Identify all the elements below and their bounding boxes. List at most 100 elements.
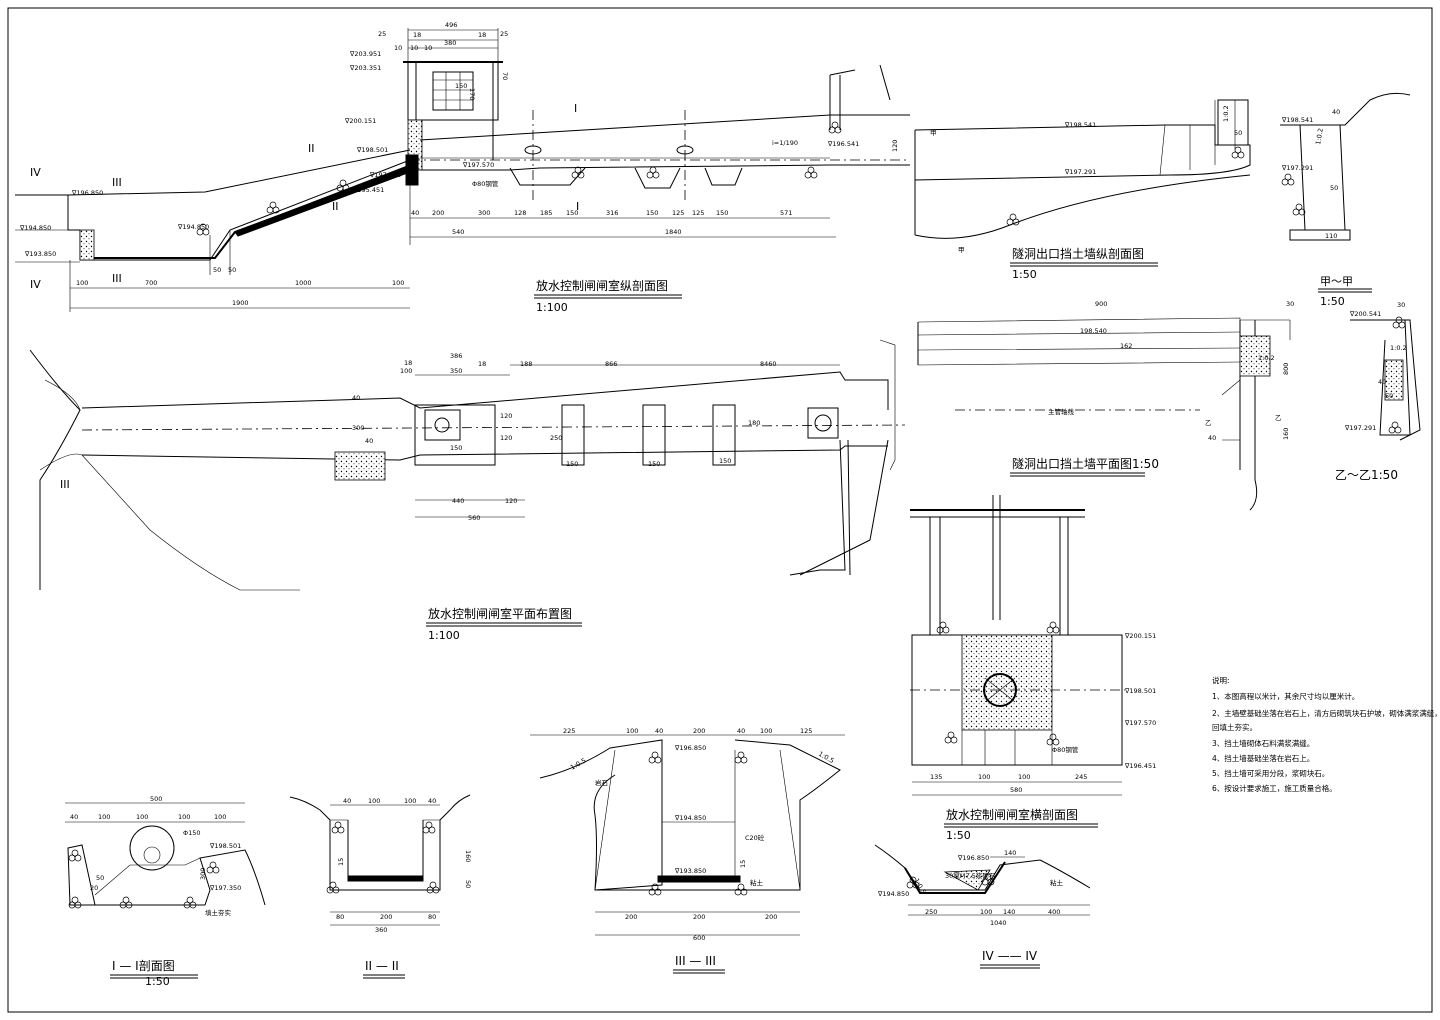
plan-dim: 8460: [760, 360, 777, 368]
house-dim: 150: [455, 82, 467, 90]
level-label: ∇197.350: [209, 884, 241, 892]
sec1-dim: 100: [136, 813, 148, 821]
plan-dim: 300: [352, 424, 364, 432]
level-label: ∇193.850: [24, 250, 56, 258]
level-label: ∇196.850: [957, 854, 989, 862]
wall-profile-scale: 1:50: [1012, 268, 1037, 281]
fill-label: 填土夯实: [205, 908, 232, 917]
wall-level: 198.540: [1080, 327, 1107, 335]
profile-dim: 700: [145, 279, 157, 287]
cross-dim: 100: [1018, 773, 1030, 781]
section-3-title: III — III: [675, 954, 716, 968]
plan-dim: 560: [468, 514, 480, 522]
section-2-labels: 40 100 100 40 15 160 50 80 200 80 360 II…: [336, 797, 472, 979]
level-label: ∇198.501: [1124, 687, 1156, 695]
sec3-dim: 125: [800, 727, 812, 735]
profile-dim: 200: [432, 209, 444, 217]
section-mark: IV: [30, 166, 41, 179]
house-dim: 70: [501, 72, 509, 80]
wall-dim: 800: [1282, 363, 1290, 375]
sec4-dim: 140: [1003, 908, 1015, 916]
plan-dim: 18: [404, 359, 412, 367]
cross-dim: 135: [930, 773, 942, 781]
jia-dim: 40: [1332, 108, 1340, 116]
sec4-dim: 250: [925, 908, 937, 916]
profile-dim: 185: [540, 209, 552, 217]
wall-plan-drawing: [917, 317, 1291, 511]
jia-dim: 1:0.2: [1314, 128, 1325, 146]
level-label: ∇200.151: [1124, 632, 1156, 640]
section-mark: III: [112, 176, 122, 189]
section-mark: III: [112, 272, 122, 285]
level-label: ∇198.541: [1281, 116, 1313, 124]
material-label: 30厚M7.5浆砌石: [945, 871, 996, 880]
plan-dim: 350: [450, 367, 462, 375]
profile-dim: 50: [213, 266, 221, 274]
level-label: ∇194.850: [674, 814, 706, 822]
cross-scale: 1:50: [946, 829, 971, 842]
sec3-dim: 200: [693, 727, 705, 735]
yi-dim: 40: [1378, 378, 1386, 386]
level-label: ∇197.291: [1064, 168, 1096, 176]
plan-dim: 150: [719, 457, 731, 465]
sec3-dim: 40: [737, 727, 745, 735]
axis-label: 主管轴线: [1048, 407, 1075, 416]
cross-dim: 580: [1010, 786, 1022, 794]
cross-section-labels: ∇200.151 ∇198.501 ∇197.570 ∇196.451 135 …: [930, 632, 1156, 842]
level-label: ∇203.351: [349, 64, 381, 72]
pipe-dia: Φ150: [183, 829, 201, 837]
section-1-scale: 1:50: [145, 975, 170, 988]
section-4-title: IV —— IV: [982, 949, 1038, 963]
level-label: ∇194.850: [177, 223, 209, 231]
section-1-drawing: [65, 802, 266, 909]
sec3-dim: 200: [625, 913, 637, 921]
level-label: ∇196.850: [71, 189, 103, 197]
sec1-dim: 100: [178, 813, 190, 821]
sec2-dim: 100: [368, 797, 380, 805]
plan-dim: 386: [450, 352, 462, 360]
note-line: 2、主墙壁基础坐落在岩石上，清方后砌筑块石护坡，砌体满浆满缝，: [1212, 708, 1440, 718]
profile-dim: 1840: [665, 228, 682, 236]
plan-drawing: [29, 339, 906, 591]
wall-profile-title: 隧洞出口挡土墙纵剖面图: [1012, 246, 1144, 261]
section-1-labels: 500 40 100 100 100 100 50 20 300 ∇198.50…: [70, 795, 241, 988]
section-mark: II: [308, 142, 315, 155]
sec3-dim: 600: [693, 934, 705, 942]
profile-scale: 1:100: [536, 301, 568, 314]
wall-dim: 40: [1208, 434, 1216, 442]
sec4-dim: 400: [1048, 908, 1060, 916]
profile-dim: 316: [606, 209, 618, 217]
section-2-drawing: [289, 794, 471, 926]
sec1-dim: 100: [214, 813, 226, 821]
slope-label: 1:0.5: [912, 877, 927, 895]
sec2-dim: 160: [464, 850, 472, 862]
wall-dim: 162: [1120, 342, 1132, 350]
level-label: ∇197.291: [1281, 164, 1313, 172]
level-label: ∇197.570: [1124, 719, 1156, 727]
section-jia-title: 甲～甲: [1320, 275, 1353, 288]
profile-dim: 150: [716, 209, 728, 217]
sec3-dim: 225: [563, 727, 575, 735]
level-label: ∇200.541: [1349, 310, 1381, 318]
sec3-dim: 200: [765, 913, 777, 921]
notes-block: 说明: 1、本图高程以米计，其余尺寸均以厘米计。 2、主墙壁基础坐落在岩石上，清…: [1212, 675, 1440, 793]
sec2-dim: 100: [404, 797, 416, 805]
level-label: ∇203.951: [349, 50, 381, 58]
sheet-border: [7, 7, 1433, 1013]
sec4-dim: 140: [1004, 849, 1016, 857]
section-3-drawing: [530, 734, 845, 936]
section-2-title: II — II: [365, 959, 399, 973]
plan-dim: 180: [748, 419, 760, 427]
plan-dim: 188: [520, 360, 532, 368]
wall-dim: 1:0.2: [1222, 105, 1230, 122]
section-mark: 甲: [930, 129, 937, 137]
profile-drawing: [15, 28, 910, 312]
profile-dims: 496 25 18 380 18 25 10 10 10 ∇203.951 ∇2…: [19, 21, 899, 314]
level-label: ∇196.850: [674, 744, 706, 752]
yi-dim: 1:0.2: [1390, 344, 1407, 352]
cross-title: 放水控制闸闸室横剖面图: [946, 807, 1078, 822]
level-label: ∇193.850: [674, 867, 706, 875]
section-yi-title: 乙～乙1:50: [1335, 468, 1398, 482]
profile-dim: 10: [410, 44, 418, 52]
profile-dim: 25: [500, 30, 508, 38]
